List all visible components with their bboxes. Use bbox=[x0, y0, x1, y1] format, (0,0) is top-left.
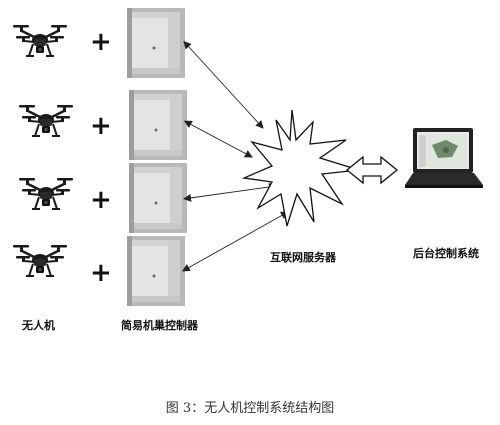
starburst-server-icon bbox=[241, 109, 360, 227]
link-line-3 bbox=[183, 183, 277, 202]
plus-sign-4: + bbox=[90, 258, 112, 288]
drone-1 bbox=[12, 23, 68, 58]
nest-cabinet-icon bbox=[127, 8, 185, 78]
drone-4 bbox=[12, 243, 68, 278]
quadcopter-drone-icon bbox=[12, 243, 68, 278]
server-label: 互联网服务器 bbox=[270, 250, 337, 264]
link-line-1 bbox=[183, 40, 264, 129]
drones-label: 无人机 bbox=[21, 318, 55, 332]
nest-cabinet-icon bbox=[129, 163, 187, 233]
nest-cabinet-icon bbox=[129, 90, 187, 160]
drone-2 bbox=[18, 103, 74, 138]
link-line-2 bbox=[183, 120, 253, 158]
plus-sign-1: + bbox=[90, 27, 112, 57]
quadcopter-drone-icon bbox=[18, 103, 74, 138]
nest-controller-label: 简易机巢控制器 bbox=[121, 318, 199, 332]
server-backend-double-arrow bbox=[345, 155, 399, 185]
backend-label: 后台控制系统 bbox=[413, 246, 479, 260]
quadcopter-drone-icon bbox=[12, 23, 68, 58]
plus-sign-2: + bbox=[90, 111, 112, 141]
quadcopter-drone-icon bbox=[18, 176, 74, 211]
plus-sign-3: + bbox=[90, 185, 112, 215]
drone-3 bbox=[18, 176, 74, 211]
nest-cabinet-icon bbox=[127, 236, 185, 306]
link-line-4 bbox=[181, 211, 289, 272]
figure-caption: 图 3：无人机控制系统结构图 bbox=[166, 401, 334, 416]
laptop-icon bbox=[405, 128, 483, 188]
